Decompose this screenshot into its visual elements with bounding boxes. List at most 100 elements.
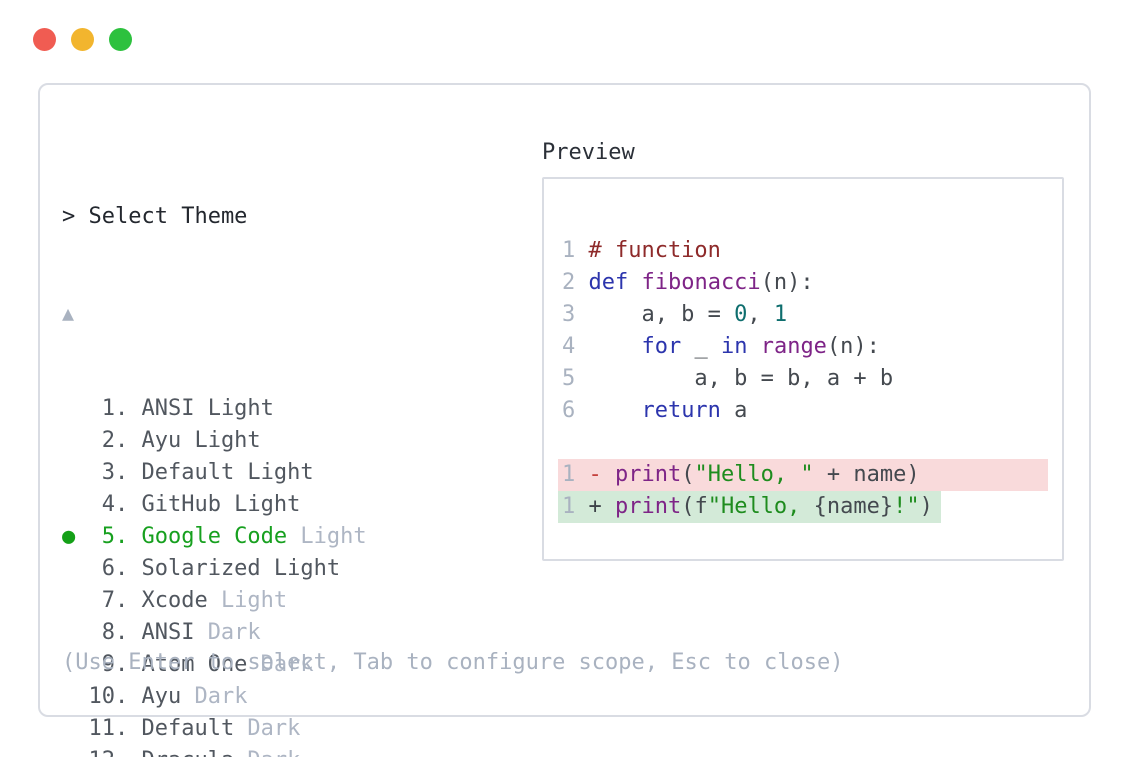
theme-item-variant: Dark [247,716,301,741]
code-token: ) [919,494,933,519]
code-token: def [588,270,629,295]
theme-item-separator: . [114,460,142,485]
code-token: return [641,398,721,423]
theme-item-separator: . [114,652,142,677]
code-token [588,334,641,359]
theme-item-number: 12 [88,745,115,757]
code-token: (n): [760,270,814,295]
code-token [588,398,641,423]
theme-item-name: ANSI [141,620,195,645]
theme-item-name: Default [141,716,235,741]
code-line: 2 def fibonacci(n): [562,267,1048,299]
diff-preview: 1- print("Hello, " + name)1+ print(f"Hel… [558,459,1048,523]
line-number: 1 [562,238,576,263]
dialog-title: > Select Theme [62,204,248,229]
code-line: 6 return a [562,395,1048,427]
theme-item-name: Xcode [141,588,208,613]
theme-list-item[interactable]: 4. GitHub Light [62,489,367,521]
theme-item-variant: Dark [247,748,300,757]
code-token: range [760,334,827,359]
theme-item-variant: Light [220,588,288,613]
theme-list-item[interactable]: 1. ANSI Light [62,393,367,425]
code-token: + name) [813,462,920,487]
code-token: # function [588,238,721,263]
preview-title: Preview [542,140,635,165]
theme-item-number: 1 [101,396,115,421]
diff-line-highlight: 1+ print(f"Hello, {name}!") [558,491,941,523]
zoom-window-button[interactable] [109,28,132,51]
code-token: (n): [826,334,880,359]
theme-item-number: 8 [101,620,115,645]
theme-item-separator: . [114,684,142,709]
code-token: a, b = b, a + b [588,366,894,391]
code-token: fibonacci [641,270,761,295]
theme-item-number: 9 [101,652,115,677]
theme-item-number: 5 [101,524,115,549]
theme-item-variant: Dark [194,684,248,709]
theme-item-name: Solarized Light [141,556,341,581]
diff-line-highlight: 1- print("Hello, " + name) [558,459,1048,491]
theme-list-item[interactable]: 9. Atom One Dark [62,649,367,681]
code-token: print [614,494,682,519]
theme-list-item[interactable]: 6. Solarized Light [62,553,367,585]
theme-item-name: ANSI Light [141,396,274,421]
code-token: ( [681,462,695,487]
code-line: 4 for _ in range(n): [562,331,1048,363]
theme-item-separator: . [114,428,142,453]
code-line: 5 a, b = b, a + b [562,363,1048,395]
theme-item-name: Google Code [141,524,288,549]
code-token: "Hello, " [694,462,814,487]
code-token: {name} [813,494,894,519]
scroll-up-icon[interactable]: ▲ [62,301,75,325]
theme-item-number: 2 [101,428,115,453]
theme-item-name: Ayu Light [141,428,261,453]
theme-list-item[interactable]: 2. Ayu Light [62,425,367,457]
code-token [747,334,760,359]
diff-line-added: 1+ print(f"Hello, {name}!") [558,491,1048,523]
selected-bullet-icon: ● [62,524,76,549]
code-token [628,270,641,295]
code-line: 1 # function [562,235,1048,267]
line-number: 1 [562,494,576,519]
theme-list-item[interactable]: 3. Default Light [62,457,367,489]
theme-item-number: 11 [88,716,115,741]
minimize-window-button[interactable] [71,28,94,51]
theme-item-number: 10 [88,684,115,709]
theme-item-separator: . [114,396,142,421]
close-window-button[interactable] [33,28,56,51]
code-line: 3 a, b = 0, 1 [562,299,1048,331]
code-token: + [588,494,615,519]
theme-list-item[interactable]: 11. Default Dark [62,713,367,745]
theme-item-name: Default Light [141,460,314,485]
line-number: 5 [562,366,576,391]
theme-item-separator: . [114,588,142,613]
theme-item-separator: . [114,620,142,645]
line-number: 2 [562,270,576,295]
code-token: _ [681,334,721,359]
keyboard-hints: (Use Enter to select, Tab to configure s… [62,650,844,675]
code-token: print [614,462,682,487]
theme-list-item[interactable]: 12. Dracula Dark [62,745,367,757]
theme-item-separator: . [115,748,142,757]
diff-line-removed: 1- print("Hello, " + name) [558,459,1048,491]
code-token: "Hello, [707,494,814,519]
line-number: 6 [562,398,576,423]
theme-item-variant: Dark [260,652,314,677]
code-token: for [641,334,682,359]
theme-item-separator: . [114,716,142,741]
theme-item-name: Atom One [141,652,248,677]
line-number: 4 [562,334,576,359]
code-token: (f [681,494,708,519]
theme-item-name: Dracula [141,748,234,757]
theme-item-variant: Light [300,524,367,549]
code-token: , [747,302,774,327]
code-token: a, b = [588,302,735,327]
